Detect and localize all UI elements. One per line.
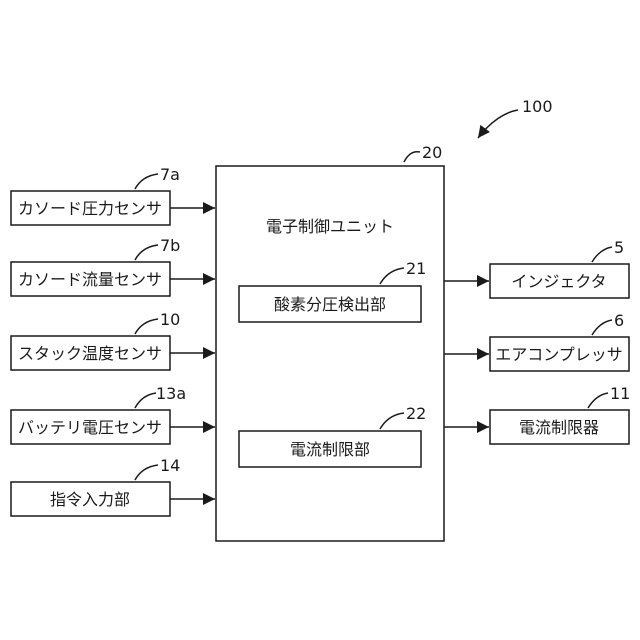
system-ref-number: 100	[522, 97, 553, 116]
ecu-ref-leader	[404, 152, 420, 162]
output-6-label: エアコンプレッサ	[495, 345, 623, 364]
sub-block-21-ref: 21	[406, 259, 426, 278]
output-11-ref: 11	[610, 384, 630, 403]
input-10-leader	[135, 319, 158, 334]
input-battery-voltage-sensor: バッテリ電圧センサ 13a	[11, 384, 215, 444]
input-7b-ref: 7b	[160, 236, 180, 255]
input-7a-label: カソード圧力センサ	[18, 199, 162, 218]
input-14-label: 指令入力部	[50, 490, 130, 509]
output-5-ref: 5	[614, 238, 624, 257]
input-cathode-pressure-sensor: カソード圧力センサ 7a	[11, 165, 215, 225]
ecu-block: 電子制御ユニット 20	[216, 143, 444, 541]
input-13a-ref: 13a	[156, 384, 186, 403]
sub-block-22-ref: 22	[406, 404, 426, 423]
ecu-label: 電子制御ユニット	[266, 217, 394, 236]
output-11-label: 電流制限器	[519, 418, 599, 437]
output-6-leader	[592, 320, 612, 335]
sub-block-22-label: 電流制限部	[290, 440, 370, 459]
input-stack-temperature-sensor: スタック温度センサ 10	[11, 310, 215, 370]
system-ref-arrow	[478, 110, 518, 138]
output-air-compressor: エアコンプレッサ 6	[444, 311, 629, 371]
system-reference: 100	[478, 97, 553, 138]
input-14-ref: 14	[160, 456, 180, 475]
output-11-leader	[588, 393, 608, 408]
output-6-ref: 6	[614, 311, 624, 330]
ecu-ref-number: 20	[422, 143, 442, 162]
sub-block-21-label: 酸素分圧検出部	[274, 295, 386, 314]
output-injector: インジェクタ 5	[444, 238, 629, 298]
output-5-leader	[592, 247, 612, 262]
input-command-input-unit: 指令入力部 14	[11, 456, 215, 516]
input-7b-leader	[135, 245, 158, 260]
input-7a-ref: 7a	[160, 165, 180, 184]
input-7a-leader	[135, 174, 158, 189]
input-14-leader	[135, 465, 158, 480]
input-13a-label: バッテリ電圧センサ	[18, 418, 162, 437]
input-7b-label: カソード流量センサ	[18, 270, 162, 289]
input-cathode-flow-sensor: カソード流量センサ 7b	[11, 236, 215, 296]
output-5-label: インジェクタ	[511, 272, 606, 291]
input-10-ref: 10	[160, 310, 180, 329]
input-10-label: スタック温度センサ	[18, 344, 162, 363]
input-13a-leader	[135, 393, 156, 408]
output-current-limiter: 電流制限器 11	[444, 384, 630, 444]
